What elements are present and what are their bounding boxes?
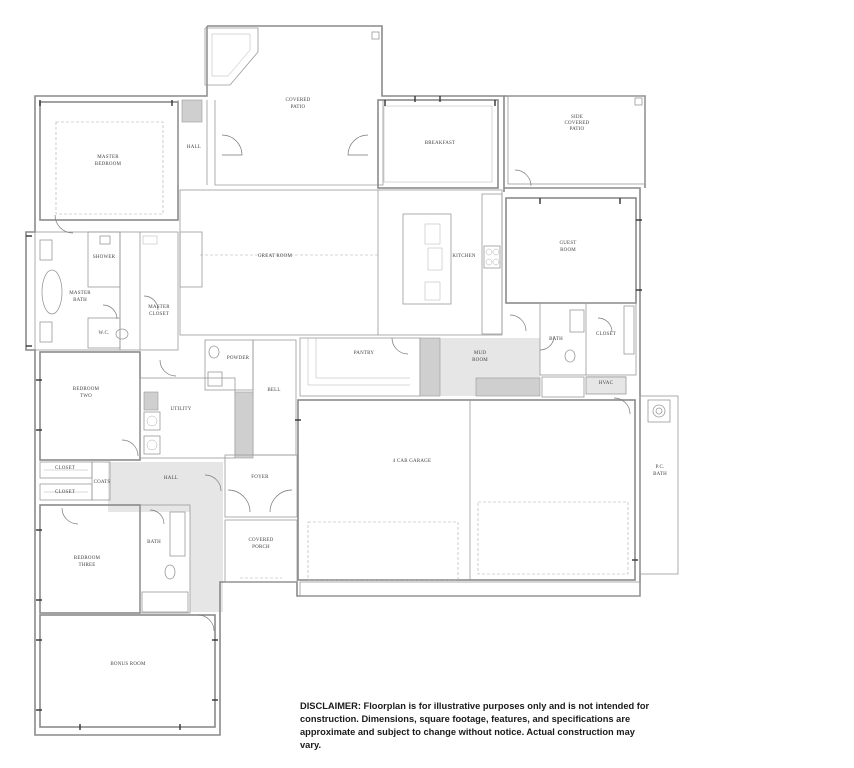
label-pantry: PANTRY [354,351,375,356]
label-wc: W.C. [99,331,110,336]
hall-closets-outline [39,461,111,501]
windows [26,96,642,730]
label-kitchen: KITCHEN [452,254,476,259]
label-breakfast: BREAKFAST [425,141,456,146]
label-shower: SHOWER [93,255,116,260]
bedroom-three-outline [39,504,191,614]
disclaimer-text: DISCLAIMER: Floorplan is for illustrativ… [300,701,650,750]
label-pc-bath: P.C.BATH [653,465,667,477]
label-closet-upper: CLOSET [55,466,75,471]
doors [54,134,631,632]
label-bath-three: BATH [147,540,161,545]
label-utility: UTILITY [170,407,191,412]
label-great-room: GREAT ROOM [258,254,293,259]
label-bell: BELL [267,388,280,393]
center-rooms-outline [204,337,541,456]
label-garage: 4 CAR GARAGE [393,459,432,464]
covered-patio-outline [204,27,384,186]
label-hvac: HVAC [599,381,614,386]
bonus-room-outline [39,614,216,728]
label-coats: COATS [94,480,111,485]
label-guest-closet: CLOSET [596,332,616,337]
hall-shading-lower [190,500,223,612]
label-hall-top: HALL [187,145,201,150]
side-patio-outline [507,95,646,185]
pc-bath-outline [639,395,679,575]
label-foyer: FOYER [251,475,269,480]
label-hall-mid: HALL [164,476,178,481]
breakfast-outline [377,99,499,189]
foyer-porch-outline [224,454,298,583]
exterior-walls [25,25,646,736]
great-room-kitchen-outline [179,189,503,336]
label-powder: POWDER [227,356,250,361]
label-bonus-room: BONUS ROOM [110,662,146,667]
hvac-shading [586,376,626,394]
label-guest-bath: BATH [549,337,563,342]
master-bedroom-outline [39,99,208,221]
guest-suite-outline [505,197,637,398]
master-bath-outline [34,231,179,351]
label-closet-lower: CLOSET [55,490,75,495]
bedroom-two-utility-outline [39,351,254,461]
garage-outline [297,399,636,581]
